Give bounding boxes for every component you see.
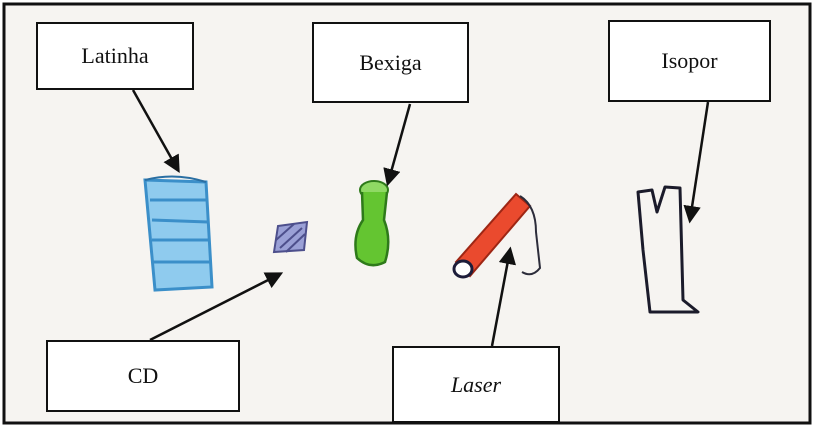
label-isopor: Isopor [608,20,771,102]
label-cd: CD [46,340,240,412]
label-latinha-text: Latinha [81,43,148,69]
label-isopor-text: Isopor [661,48,717,74]
balloon-drawing [355,181,388,265]
label-bexiga-text: Bexiga [359,50,421,76]
label-cd-text: CD [128,363,159,389]
label-latinha: Latinha [36,22,194,90]
cd-drawing [274,222,307,252]
label-laser-text: Laser [451,372,501,398]
label-laser: Laser [392,346,560,423]
can-drawing [145,176,212,290]
label-bexiga: Bexiga [312,22,469,103]
